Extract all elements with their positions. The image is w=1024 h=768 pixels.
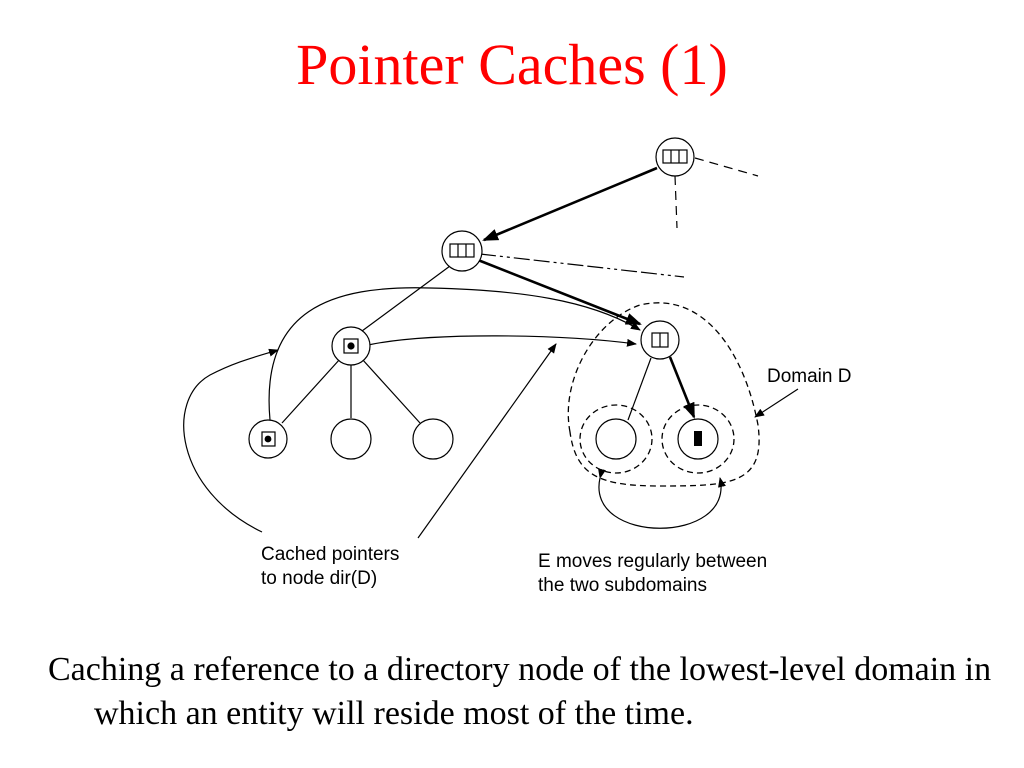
edge-b-to-c (361, 265, 451, 332)
edge-a-to-b (482, 166, 658, 242)
label-cached-line2: to node dir(D) (261, 568, 377, 589)
slide-caption: Caching a reference to a directory node … (48, 651, 992, 732)
edge-b-to-e (477, 258, 642, 326)
edge-e-to-left-leaf (627, 357, 652, 421)
label-moves-line2: the two subdomains (538, 575, 707, 596)
label-cached-line1: Cached pointers (261, 544, 399, 565)
directory-node-dir-d (640, 320, 680, 360)
label-domain-d: Domain D (767, 366, 851, 387)
edge-e-to-right-leaf (668, 356, 696, 419)
directory-node-b (441, 230, 483, 272)
directory-node-top (655, 137, 695, 177)
edge-b-dashed-right (479, 253, 685, 278)
edge-a-dashed-down (674, 175, 678, 229)
domain-label-pointer (754, 388, 799, 418)
label-moves-line1: E moves regularly between (538, 551, 767, 572)
leaf-node-middle (330, 418, 372, 460)
edge-c-to-right (361, 358, 421, 424)
edge-c-to-left (281, 358, 341, 424)
leaf-node-right (412, 418, 454, 460)
directory-node-c (331, 326, 371, 366)
cached-pointer-c-to-e (367, 335, 637, 347)
subdomain-left-node (595, 418, 637, 460)
slide-title: Pointer Caches (1) (296, 32, 728, 97)
label-pointer-to-leaf (183, 348, 279, 533)
subdomain-right-node-entity (677, 418, 719, 460)
move-loop-arrow (598, 468, 726, 529)
cached-pointer-leaf-to-e (268, 287, 641, 421)
leaf-node-cached (248, 419, 288, 459)
edge-a-dashed-right (694, 157, 759, 177)
label-pointer-to-curve (417, 343, 557, 539)
